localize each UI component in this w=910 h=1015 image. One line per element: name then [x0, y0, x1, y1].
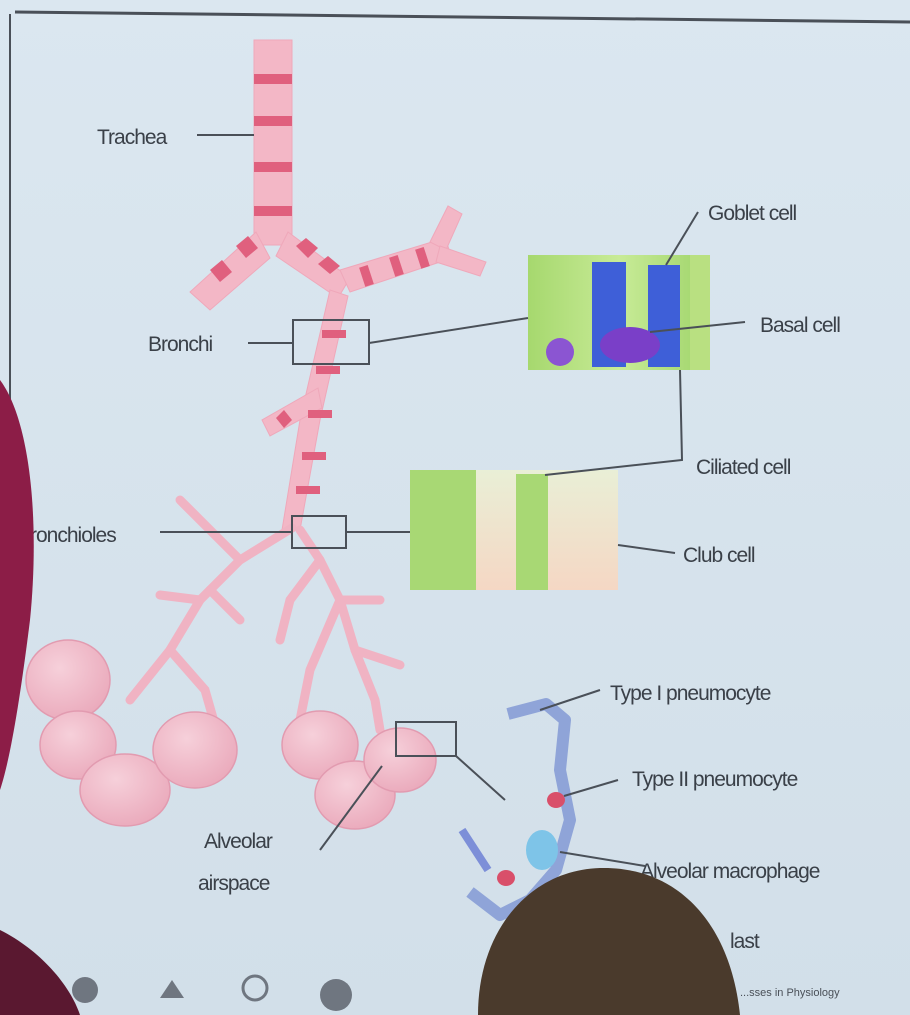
footer-circle-icon — [72, 977, 98, 1003]
label-type1-pneumocyte: Type I pneumocyte — [610, 682, 771, 705]
label-club-cell: Club cell — [683, 544, 755, 567]
footer-dot-icon — [320, 979, 352, 1011]
label-alveolar-macrophage: Alveolar macrophage — [640, 860, 820, 883]
label-partial: last — [730, 930, 760, 953]
label-ciliated-cell: Ciliated cell — [696, 456, 791, 479]
label-trachea: Trachea — [97, 126, 168, 149]
macrophage-shape — [526, 830, 558, 870]
source-credit: ...sses in Physiology — [740, 987, 840, 999]
label-goblet-cell: Goblet cell — [708, 202, 797, 225]
bronchiolar-epithelium-inset — [410, 470, 618, 590]
type2-pneumocyte-shape — [547, 792, 565, 808]
label-alveolar-airspace-2: airspace — [198, 872, 270, 895]
label-type2-pneumocyte: Type II pneumocyte — [632, 768, 798, 791]
basal-cell-shape-2 — [546, 338, 574, 366]
label-alveolar-airspace-1: Alveolar — [204, 830, 273, 853]
bronchial-epithelium-inset — [528, 255, 710, 370]
label-basal-cell: Basal cell — [760, 314, 840, 337]
label-bronchioles: ronchioles — [30, 524, 116, 547]
label-bronchi: Bronchi — [148, 333, 213, 356]
